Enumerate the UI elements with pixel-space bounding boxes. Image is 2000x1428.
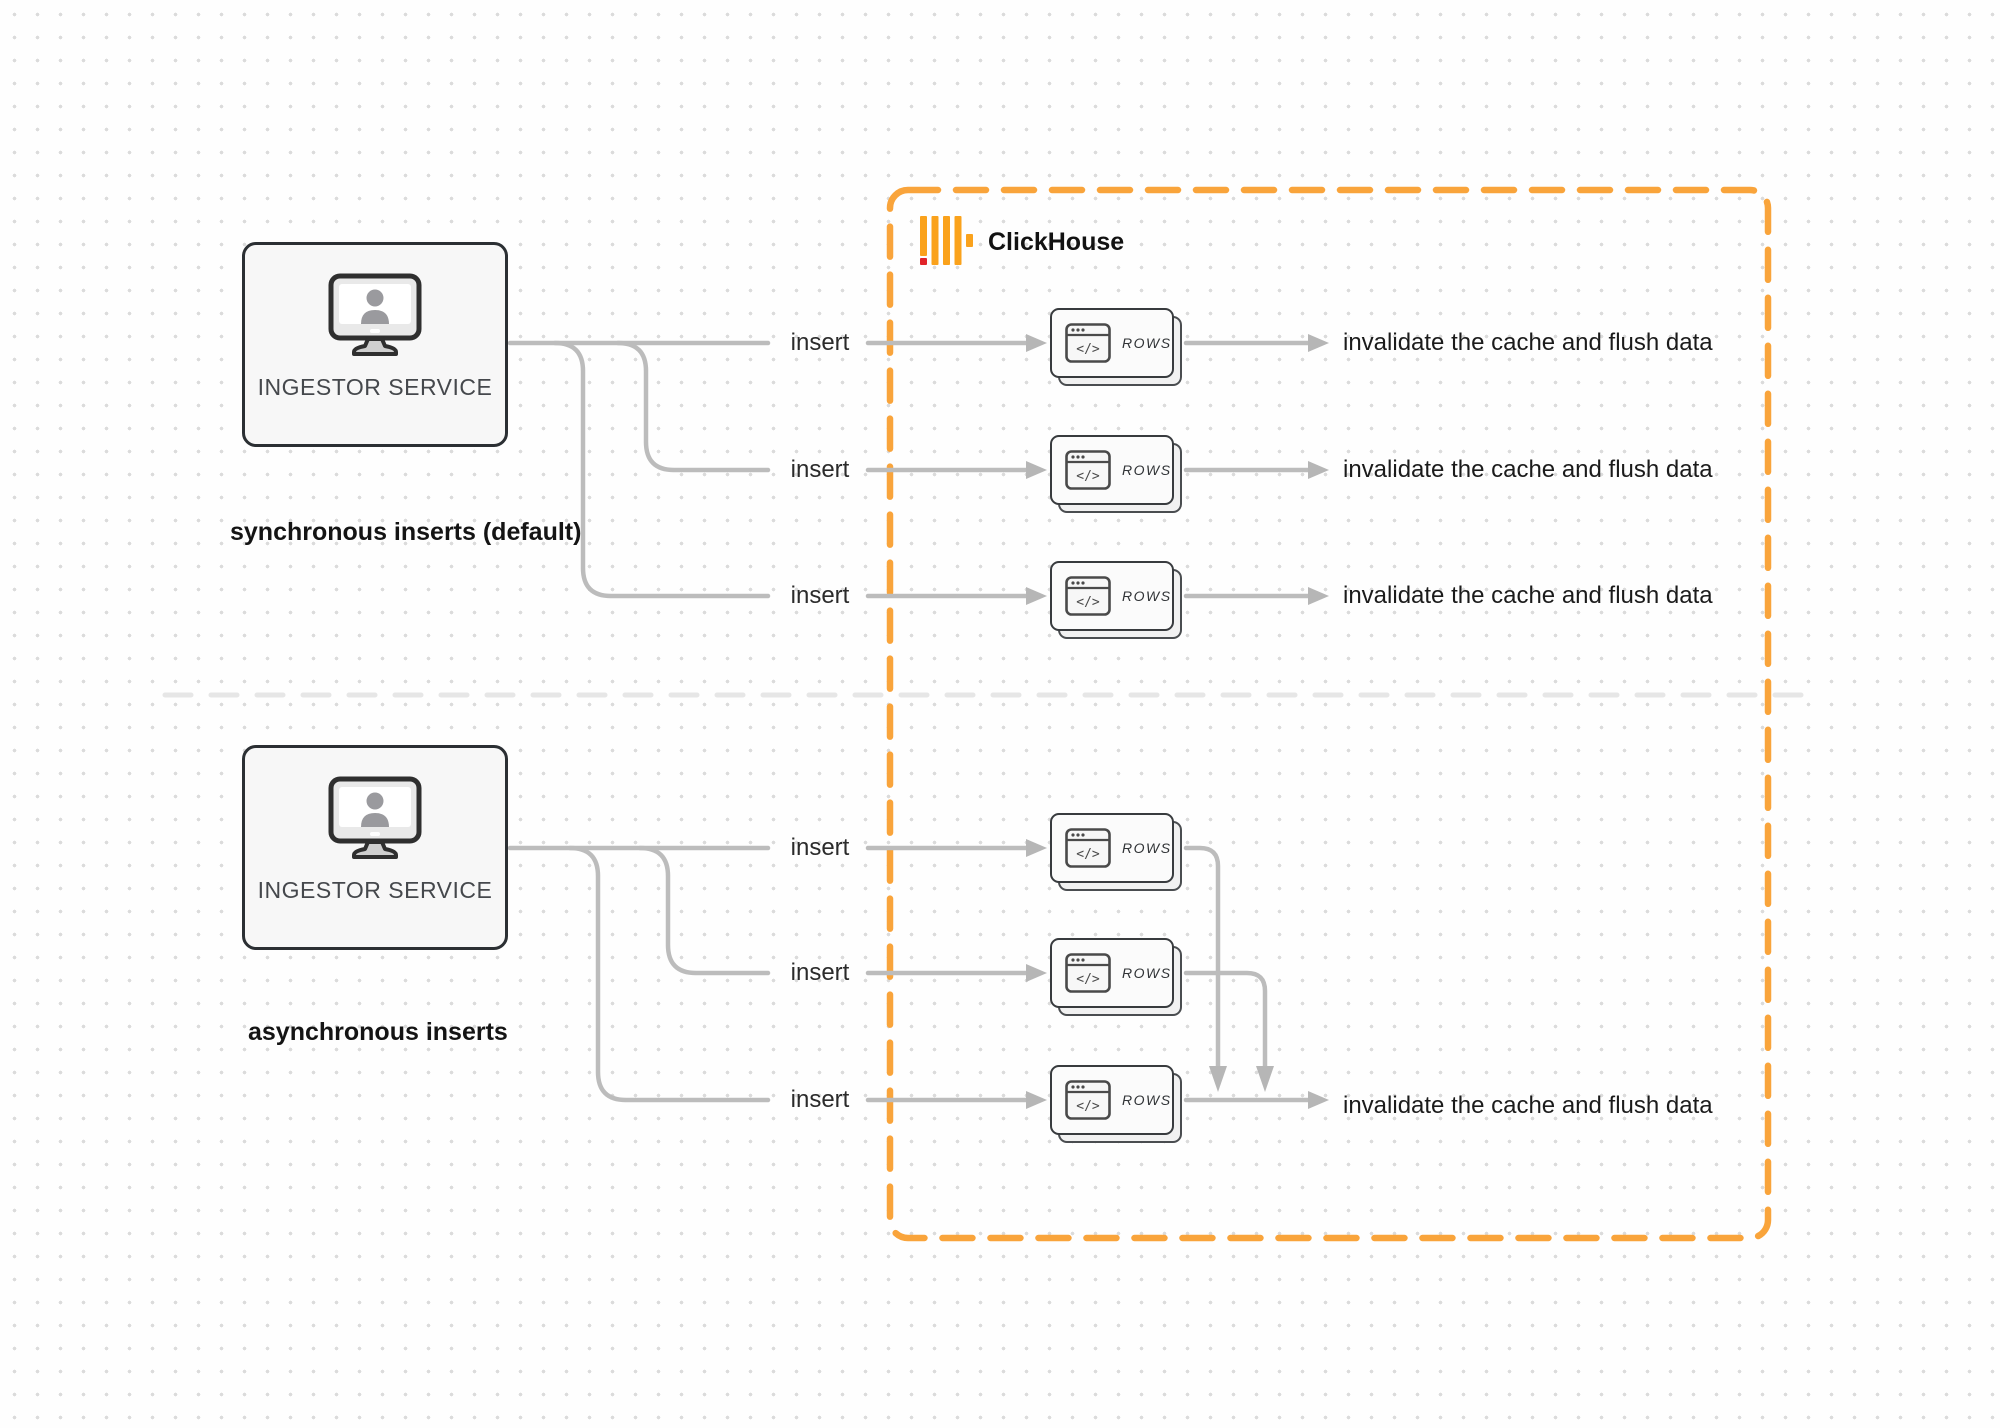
- code-window-icon: </>: [1065, 450, 1111, 490]
- arrowhead: [1026, 1091, 1047, 1109]
- async-branch-row2: [637, 845, 771, 976]
- clickhouse-label: ClickHouse: [988, 228, 1125, 256]
- arrowhead: [1026, 964, 1047, 982]
- async-connectors: [507, 845, 1311, 1103]
- rows-node-label: ROWS: [1122, 588, 1172, 604]
- monitor-user-icon: [328, 273, 422, 356]
- arrowhead: [1308, 1091, 1329, 1109]
- svg-text:</>: </>: [1076, 972, 1100, 987]
- async-merge-row1: [1183, 845, 1221, 1069]
- sync-branch-row2: [615, 340, 771, 473]
- svg-text:</>: </>: [1076, 1099, 1100, 1114]
- async-ingestor-label: INGESTOR SERVICE: [257, 877, 493, 903]
- rows-node-sync-3: </> ROWS: [1050, 561, 1184, 641]
- arrowhead-down: [1256, 1066, 1274, 1092]
- async-result-label: invalidate the cache and flush data: [1343, 1092, 1713, 1119]
- sync-ingestor-box: INGESTOR SERVICE: [242, 242, 508, 447]
- async-ingestor-box: INGESTOR SERVICE: [242, 745, 508, 950]
- sync-insert-label-2: insert: [790, 456, 850, 483]
- arrowhead-down: [1209, 1066, 1227, 1092]
- rows-card-front: </> ROWS: [1050, 813, 1174, 883]
- sync-branch-row3: [552, 340, 771, 599]
- rows-card-front: </> ROWS: [1050, 1065, 1174, 1135]
- sync-arrowheads: [1026, 334, 1329, 605]
- async-insert-label-3: insert: [790, 1086, 850, 1113]
- code-window-icon: </>: [1065, 323, 1111, 363]
- code-window-icon: </>: [1065, 576, 1111, 616]
- sync-connectors: [507, 340, 1311, 599]
- rows-node-sync-2: </> ROWS: [1050, 435, 1184, 515]
- svg-text:</>: </>: [1076, 469, 1100, 484]
- code-window-icon: </>: [1065, 1080, 1111, 1120]
- arrowhead: [1026, 461, 1047, 479]
- svg-text:</>: </>: [1076, 847, 1100, 862]
- rows-node-label: ROWS: [1122, 335, 1172, 351]
- async-caption: asynchronous inserts: [248, 1018, 508, 1046]
- async-insert-label-2: insert: [790, 959, 850, 986]
- rows-node-async-1: </> ROWS: [1050, 813, 1184, 893]
- rows-node-async-2: </> ROWS: [1050, 938, 1184, 1018]
- arrowhead: [1308, 334, 1329, 352]
- rows-node-async-3: </> ROWS: [1050, 1065, 1184, 1145]
- rows-card-front: </> ROWS: [1050, 561, 1174, 631]
- code-window-icon: </>: [1065, 828, 1111, 868]
- rows-node-label: ROWS: [1122, 965, 1172, 981]
- arrowhead: [1026, 839, 1047, 857]
- rows-node-label: ROWS: [1122, 840, 1172, 856]
- arrowhead: [1308, 587, 1329, 605]
- rows-card-front: </> ROWS: [1050, 938, 1174, 1008]
- svg-text:</>: </>: [1076, 595, 1100, 610]
- clickhouse-logo-icon: [920, 216, 973, 265]
- rows-card-front: </> ROWS: [1050, 435, 1174, 505]
- sync-result-label-3: invalidate the cache and flush data: [1343, 582, 1713, 609]
- svg-text:</>: </>: [1076, 342, 1100, 357]
- arrowhead: [1308, 461, 1329, 479]
- arrowhead: [1026, 334, 1047, 352]
- rows-node-sync-1: </> ROWS: [1050, 308, 1184, 388]
- sync-ingestor-label: INGESTOR SERVICE: [257, 374, 493, 400]
- sync-caption: synchronous inserts (default): [230, 518, 582, 546]
- sync-result-label-2: invalidate the cache and flush data: [1343, 456, 1713, 483]
- async-merge-row2: [1183, 970, 1268, 1069]
- arrowhead: [1026, 587, 1047, 605]
- async-branch-row3: [567, 845, 771, 1103]
- async-insert-label-1: insert: [790, 834, 850, 861]
- clickhouse-boundary: [886, 186, 1772, 1242]
- rows-node-label: ROWS: [1122, 1092, 1172, 1108]
- rows-node-label: ROWS: [1122, 462, 1172, 478]
- code-window-icon: </>: [1065, 953, 1111, 993]
- sync-insert-label-1: insert: [790, 329, 850, 356]
- async-arrowheads: [1026, 839, 1329, 1109]
- sync-result-label-1: invalidate the cache and flush data: [1343, 329, 1713, 356]
- sync-insert-label-3: insert: [790, 582, 850, 609]
- rows-card-front: </> ROWS: [1050, 308, 1174, 378]
- monitor-user-icon: [328, 776, 422, 859]
